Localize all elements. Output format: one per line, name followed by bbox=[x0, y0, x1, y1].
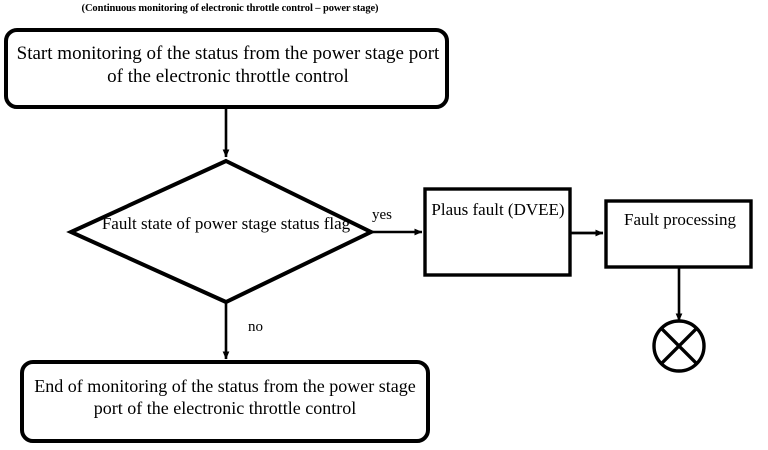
node-decision-label: Fault state of power stage status flag bbox=[101, 214, 351, 233]
node-plaus-fault-shape bbox=[423, 187, 572, 277]
edge-label-no: no bbox=[248, 319, 263, 335]
node-end-shape bbox=[20, 360, 430, 443]
diagram-caption: (Continuous monitoring of electronic thr… bbox=[81, 3, 379, 14]
node-plaus-fault-label: Plaus fault (DVEE) bbox=[431, 200, 565, 219]
node-fault-processing-label: Fault processing bbox=[624, 210, 736, 229]
node-end-label: End of monitoring of the status from the… bbox=[34, 376, 416, 418]
node-start-shape bbox=[4, 28, 449, 109]
node-start-label: Start monitoring of the status from the … bbox=[16, 43, 440, 88]
edge-label-yes: yes bbox=[372, 207, 392, 223]
terminator-cross-stroke-b bbox=[660, 327, 698, 365]
